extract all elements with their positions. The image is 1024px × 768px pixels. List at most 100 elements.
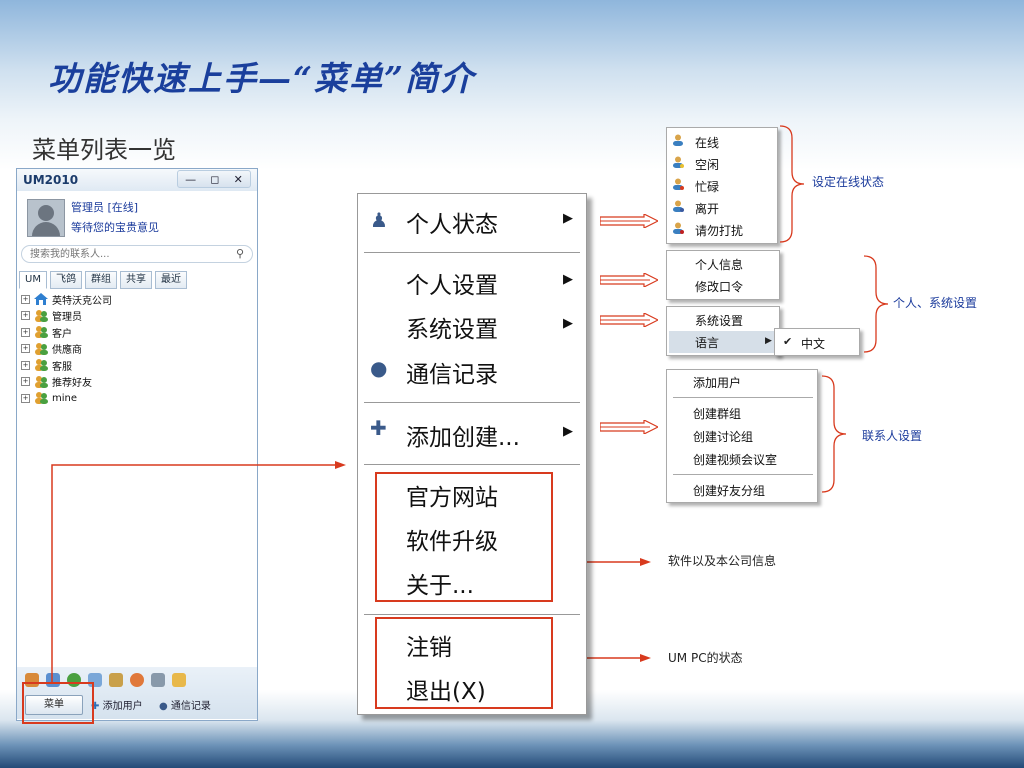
online-status-icon (673, 134, 683, 146)
tab-feige[interactable]: 飞鸽 (49, 271, 82, 289)
add-user-label: 添加用户 (102, 701, 143, 712)
folder-icon[interactable] (172, 673, 186, 687)
um-titlebar: UM2010 — ◻ ✕ (17, 169, 257, 191)
plus-icon: ✚ (370, 416, 387, 440)
tree-item-admin[interactable]: + 管理员 (21, 308, 251, 325)
away-status-icon (673, 200, 684, 212)
restore-icon[interactable]: ◻ (210, 172, 220, 186)
menu-item-logout[interactable]: 注销 (406, 635, 452, 661)
tree-item-mine[interactable]: + mine (21, 390, 251, 407)
bottom-toolbar: 菜单 ✚ 添加用户 ● 通信记录 (17, 667, 257, 719)
calculator-icon[interactable] (151, 673, 165, 687)
menu-item-create-discussion[interactable]: 创建讨论组 (693, 430, 754, 444)
menu-item-personal-settings[interactable]: 个人设置 (406, 273, 498, 299)
avatar[interactable] (27, 199, 65, 237)
home-icon (34, 293, 48, 306)
person-icon: ♟ (370, 208, 388, 232)
menu-item-create-group[interactable]: 创建群组 (693, 407, 742, 421)
menu-item-personal-status[interactable]: 个人状态 (406, 212, 498, 238)
menu-item-create-video-room[interactable]: 创建视频会议室 (693, 453, 778, 467)
add-user-button[interactable]: ✚ 添加用户 (91, 697, 143, 712)
menu-button[interactable]: 菜单 (25, 695, 83, 715)
menu-separator (364, 464, 580, 465)
brace-contacts (821, 375, 847, 493)
minimize-icon[interactable]: — (185, 172, 197, 186)
tree-item-label: 英特沃克公司 (52, 295, 112, 307)
menu-item-add-user[interactable]: 添加用户 (693, 376, 742, 390)
checkmark-icon: ✔ (783, 335, 793, 348)
media-icon[interactable] (130, 673, 144, 687)
avatar-head-shape (38, 205, 54, 221)
expand-icon[interactable]: + (21, 360, 30, 370)
close-icon[interactable]: ✕ (233, 172, 243, 186)
menu-separator (364, 252, 580, 253)
menu-item-software-upgrade[interactable]: 软件升级 (406, 529, 498, 555)
tree-item-friends[interactable]: + 推荐好友 (21, 374, 251, 391)
user-status[interactable]: 管理员 [在线] (71, 201, 139, 214)
search-input[interactable] (30, 248, 220, 260)
status-item-away[interactable]: 离开 (695, 202, 720, 216)
menu-item-personal-info[interactable]: 个人信息 (695, 258, 744, 272)
menu-item-comm-records[interactable]: 通信记录 (406, 362, 498, 388)
info-group-highlight (375, 472, 553, 602)
group-icon (35, 359, 48, 372)
expand-icon[interactable]: + (21, 294, 30, 304)
system-settings-submenu: 系统设置 语言 ▶ (666, 306, 780, 356)
expand-icon[interactable]: + (21, 344, 30, 354)
user-signature[interactable]: 等待您的宝贵意见 (71, 221, 159, 234)
search-icon[interactable]: ⚲ (235, 247, 244, 260)
group-icon (35, 375, 48, 388)
menu-item-system-settings[interactable]: 系统设置 (406, 317, 498, 343)
double-arrow-icon (600, 273, 658, 287)
search-box: ⚲ (21, 245, 253, 263)
group-icon (35, 392, 48, 405)
menu-item-language[interactable]: 语言 (695, 336, 720, 350)
status-item-dnd[interactable]: 请勿打扰 (695, 224, 744, 238)
annotation-um-status: UM PC的状态 (668, 651, 743, 665)
menu-button-highlight (22, 682, 94, 724)
group-icon (35, 326, 48, 339)
menu-item-chinese[interactable]: 中文 (801, 337, 826, 351)
group-icon (35, 342, 48, 355)
menu-separator (364, 402, 580, 403)
tree-item-label: 推荐好友 (52, 378, 92, 390)
expand-icon[interactable]: + (21, 377, 30, 387)
tree-item-service[interactable]: + 客服 (21, 357, 251, 374)
expand-icon[interactable]: + (21, 311, 30, 321)
avatar-body-shape (32, 222, 60, 236)
menu-item-change-password[interactable]: 修改口令 (695, 280, 744, 294)
expand-icon[interactable]: + (21, 327, 30, 337)
main-menu: ♟ 个人状态 ▶ 个人设置 ▶ 系统设置 ▶ ● 通信记录 ✚ 添加创建... … (357, 193, 587, 715)
annotation-contacts: 联系人设置 (862, 429, 923, 443)
tab-um[interactable]: UM (19, 271, 47, 289)
menu-item-system-settings-sub[interactable]: 系统设置 (695, 314, 744, 328)
language-item-highlight (669, 331, 777, 353)
document-icon[interactable] (109, 673, 123, 687)
tree-item-suppliers[interactable]: + 供應商 (21, 341, 251, 358)
slide-subtitle: 菜单列表一览 (32, 136, 176, 164)
contact-tree: + 英特沃克公司 + 管理员 + 客户 + 供應商 + 客服 + 推荐好友 (21, 291, 251, 407)
tab-recent[interactable]: 最近 (154, 271, 187, 289)
menu-item-create-friend-group[interactable]: 创建好友分组 (693, 484, 766, 498)
plus-icon: ✚ (91, 701, 100, 712)
submenu-arrow-icon: ▶ (563, 272, 573, 287)
double-arrow-icon (600, 420, 658, 434)
menu-item-official-site[interactable]: 官方网站 (406, 485, 498, 511)
comm-records-button[interactable]: ● 通信记录 (159, 697, 211, 712)
tab-share[interactable]: 共享 (119, 271, 152, 289)
tree-item-company[interactable]: + 英特沃克公司 (21, 291, 251, 308)
menu-item-exit[interactable]: 退出(X) (406, 679, 486, 705)
menu-item-about[interactable]: 关于... (406, 573, 474, 599)
chat-bubble-icon: ● (370, 356, 388, 380)
tab-groups[interactable]: 群组 (84, 271, 117, 289)
status-item-online[interactable]: 在线 (695, 136, 720, 150)
window-controls: — ◻ ✕ (177, 170, 251, 188)
tree-item-customers[interactable]: + 客户 (21, 324, 251, 341)
expand-icon[interactable]: + (21, 393, 30, 403)
submenu-arrow-icon: ▶ (563, 316, 573, 331)
status-item-idle[interactable]: 空闲 (695, 158, 720, 172)
annotation-settings: 个人、系统设置 (893, 296, 978, 310)
status-item-busy[interactable]: 忙碌 (695, 180, 720, 194)
menu-item-add-create[interactable]: 添加创建... (406, 425, 520, 451)
idle-status-icon (673, 156, 684, 168)
